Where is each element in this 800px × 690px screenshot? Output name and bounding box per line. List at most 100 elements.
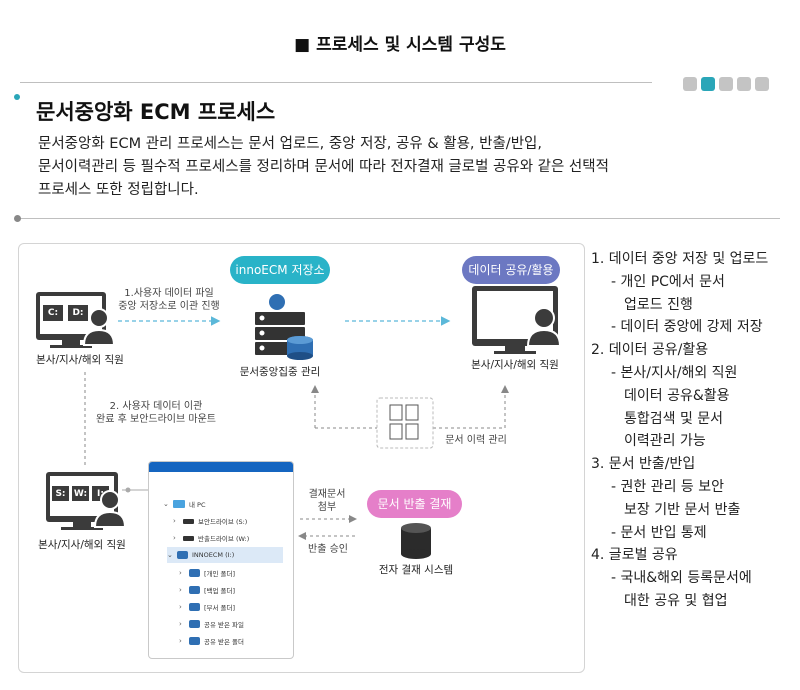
list-item: - 개인 PC에서 문서 <box>611 273 725 290</box>
pagination <box>683 77 769 91</box>
list-item: - 데이터 중앙에 강제 저장 <box>611 319 763 336</box>
description: 문서중앙화 ECM 관리 프로세스는 문서 업로드, 중앙 저장, 공유 & 활… <box>38 133 609 202</box>
approval-system-label: 전자 결재 시스템 <box>378 564 454 576</box>
tree-item-shared-files[interactable]: › 공유 받은 파일 <box>179 616 244 632</box>
share-badge: 데이터 공유/활용 <box>462 256 560 284</box>
chevron-right-icon: › <box>179 637 182 645</box>
approval-send-note: 결재문서 첨부 <box>302 488 352 514</box>
tree-item-label: 반출드라이브 (W:) <box>198 535 250 543</box>
upload-note: 1.사용자 데이터 파일 중앙 저장소로 이관 진행 <box>104 287 234 313</box>
tree-item-secure-drive[interactable]: › 보안드라이브 (S:) <box>173 513 247 529</box>
server-icon <box>255 294 313 360</box>
list-item: 대한 공유 및 협업 <box>624 592 728 609</box>
cloud-drive-icon <box>177 551 188 559</box>
storage-badge: innoECM 저장소 <box>230 256 330 284</box>
list-item: 보장 기반 문서 반출 <box>624 501 741 518</box>
accent-dot <box>14 94 20 100</box>
page-indicator-5[interactable] <box>755 77 769 91</box>
tree-item-label: [백업 폴더] <box>204 587 236 595</box>
cloud-folder-icon <box>189 569 200 577</box>
upload-note-line: 중앙 저장소로 이관 진행 <box>118 301 220 312</box>
tree-item-label: 보안드라이브 (S:) <box>198 518 248 526</box>
page-indicator-3[interactable] <box>719 77 733 91</box>
description-line: 프로세스 또한 정립합니다. <box>38 182 199 198</box>
description-line: 문서이력관리 등 필수적 프로세스를 정리하며 문서에 따라 전자결재 글로벌 … <box>38 159 609 175</box>
chevron-right-icon: › <box>179 620 182 628</box>
list-item: 3. 문서 반출/반입 <box>591 456 696 473</box>
list-item: - 본사/지사/해외 직원 <box>611 364 738 381</box>
page-indicator-2[interactable] <box>701 77 715 91</box>
server-label: 문서중앙집중 관리 <box>239 366 321 378</box>
approval-db-icon <box>401 523 431 559</box>
pc2-label: 본사/지사/해외 직원 <box>38 539 126 551</box>
list-item: - 권한 관리 등 보안 <box>611 478 725 495</box>
drive-c-label: C: <box>47 308 59 318</box>
arrow-history-share <box>433 385 509 429</box>
tree-item-shared-folders[interactable]: › 공유 받은 폴더 <box>179 633 244 649</box>
tree-item-label: 내 PC <box>189 501 206 509</box>
process-list: 1. 데이터 중앙 저장 및 업로드 - 개인 PC에서 문서 업로드 진행 -… <box>591 248 768 613</box>
mount-note-line: 2. 사용자 데이터 이관 <box>109 401 203 412</box>
tree-item-label: [개인 폴더] <box>204 570 236 578</box>
cloud-folder-icon <box>189 603 200 611</box>
tree-item-label: [부서 폴더] <box>204 604 236 612</box>
approval-send-line: 결재문서 <box>308 489 346 500</box>
chevron-right-icon: › <box>179 569 182 577</box>
chevron-down-icon: ⌄ <box>163 500 169 508</box>
description-line: 문서중앙화 ECM 관리 프로세스는 문서 업로드, 중앙 저장, 공유 & 활… <box>38 136 542 152</box>
list-item: 1. 데이터 중앙 저장 및 업로드 <box>591 251 769 267</box>
list-item: - 국내&해외 등록문서에 <box>611 570 752 587</box>
pc-monitor-icon <box>36 292 116 348</box>
share-label: 본사/지사/해외 직원 <box>471 359 559 371</box>
tree-item-backup-folder[interactable]: › [백업 폴더] <box>179 582 235 598</box>
page-title: ■ 프로세스 및 시스템 구성도 <box>294 35 506 55</box>
pc1-label: 본사/지사/해외 직원 <box>36 354 124 366</box>
approval-send-line: 첨부 <box>317 502 337 513</box>
history-label: 문서 이력 관리 <box>445 435 507 446</box>
export-badge: 문서 반출 결재 <box>367 490 462 518</box>
drive-icon <box>183 518 194 524</box>
page-indicator-1[interactable] <box>683 77 697 91</box>
upload-note-line: 1.사용자 데이터 파일 <box>124 288 214 299</box>
chevron-right-icon: › <box>179 603 182 611</box>
page-indicator-4[interactable] <box>737 77 751 91</box>
header-divider <box>20 82 652 83</box>
chevron-right-icon: › <box>173 517 176 525</box>
drive-i-label: I: <box>97 489 104 499</box>
section-title: 문서중앙화 ECM 프로세스 <box>36 100 276 124</box>
tree-item-my-pc[interactable]: ⌄ 내 PC <box>163 496 206 512</box>
tree-item-innoecm[interactable]: ⌄ INNOECM (I:) <box>167 547 283 563</box>
cloud-folder-icon <box>189 637 200 645</box>
tree-item-personal-folder[interactable]: › [개인 폴더] <box>179 565 235 581</box>
drive-d-label: D: <box>72 308 84 318</box>
explorer-titlebar <box>149 462 293 472</box>
section-divider <box>20 218 780 219</box>
pc2-monitor-icon <box>46 472 127 530</box>
file-explorer-window: ⌄ 내 PC › 보안드라이브 (S:) › 반출드라이브 (W:) ⌄ INN… <box>148 461 294 659</box>
tree-item-export-drive[interactable]: › 반출드라이브 (W:) <box>173 530 249 546</box>
pc-icon <box>173 500 185 508</box>
drive-w-label: W: <box>73 489 88 499</box>
list-item: 업로드 진행 <box>624 296 693 313</box>
approval-return-note: 반출 승인 <box>308 544 348 555</box>
document-history-icon <box>376 397 434 449</box>
list-item: - 문서 반입 통제 <box>611 524 707 541</box>
drive-s-label: S: <box>55 489 66 499</box>
chevron-down-icon: ⌄ <box>167 551 173 559</box>
drive-icon <box>183 535 194 541</box>
list-item: 데이터 공유&활용 <box>624 387 730 404</box>
tree-item-label: 공유 받은 폴더 <box>204 638 245 646</box>
cloud-folder-icon <box>189 586 200 594</box>
mount-note: 2. 사용자 데이터 이관 완료 후 보안드라이브 마운트 <box>86 400 226 426</box>
tree-item-dept-folder[interactable]: › [부서 폴더] <box>179 599 235 615</box>
chevron-right-icon: › <box>179 586 182 594</box>
mount-note-line: 완료 후 보안드라이브 마운트 <box>96 414 216 425</box>
tree-item-label: 공유 받은 파일 <box>204 621 245 629</box>
tree-item-label: INNOECM (I:) <box>192 551 235 559</box>
list-item: 통합검색 및 문서 <box>624 410 724 427</box>
list-item: 2. 데이터 공유/활용 <box>591 342 709 359</box>
cloud-folder-icon <box>189 620 200 628</box>
divider-dot <box>14 215 21 222</box>
chevron-right-icon: › <box>173 534 176 542</box>
